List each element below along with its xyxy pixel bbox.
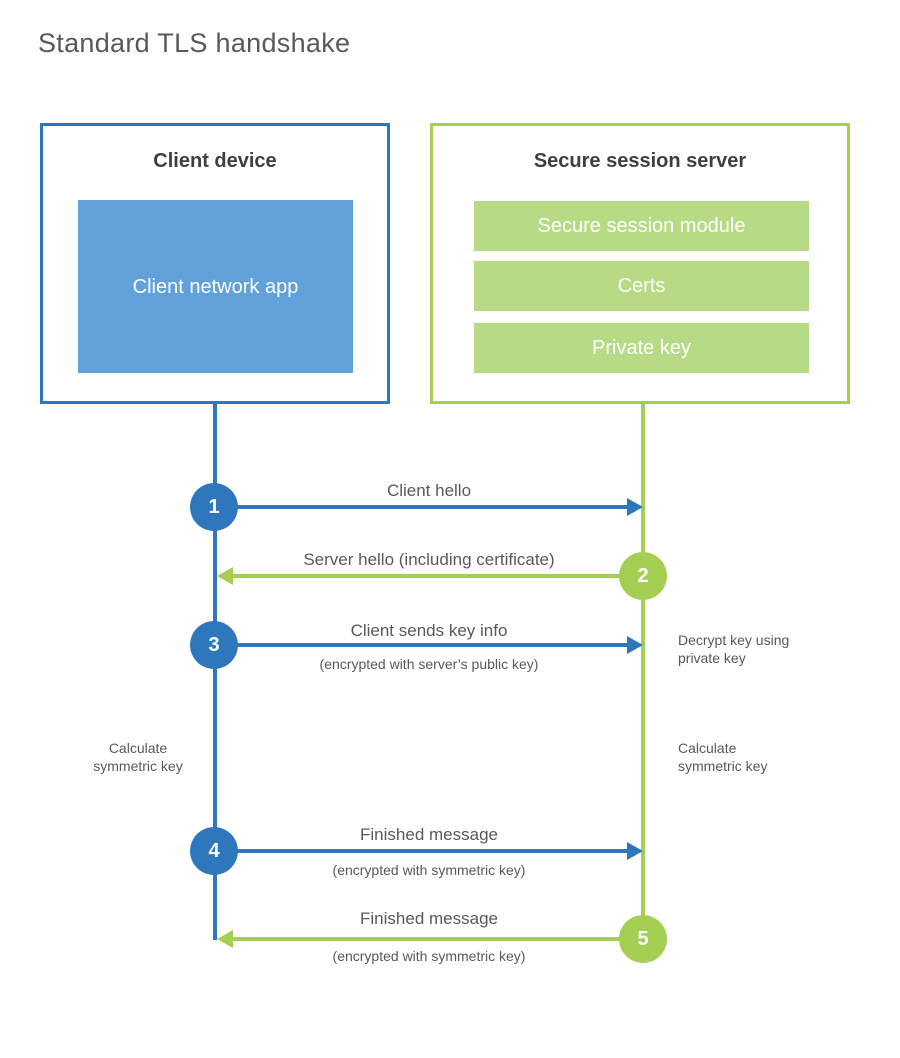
step-3-sublabel: (encrypted with server’s public key) bbox=[319, 656, 539, 672]
step-1-arrowhead-icon bbox=[627, 498, 643, 516]
step-5-label: Finished message bbox=[360, 909, 498, 928]
client-network-app-label: Client network app bbox=[132, 275, 299, 298]
step-4-sublabel: (encrypted with symmetric key) bbox=[332, 862, 526, 878]
step-5-arrowhead-icon bbox=[217, 930, 233, 948]
client-network-app-box: Client network app bbox=[78, 200, 353, 373]
step-4-arrowhead-icon bbox=[627, 842, 643, 860]
step-2-arrow-line bbox=[233, 574, 643, 578]
note-calculate-symmetric-key-server: Calculate symmetric key bbox=[678, 740, 768, 774]
client-lifeline bbox=[213, 404, 217, 940]
client-device-box: Client device Client network app bbox=[40, 123, 390, 404]
note-decrypt-private-key: Decrypt key using private key bbox=[678, 632, 790, 666]
step-2-arrowhead-icon bbox=[217, 567, 233, 585]
step-4-arrow-line bbox=[215, 849, 627, 853]
step-3-badge: 3 bbox=[190, 621, 238, 669]
step-5-arrow-line bbox=[233, 937, 643, 941]
step-2-badge: 2 bbox=[619, 552, 667, 600]
step-5-sublabel: (encrypted with symmetric key) bbox=[332, 948, 526, 964]
server-module-certs: Certs bbox=[474, 261, 809, 311]
step-3-label: Client sends key info bbox=[350, 621, 508, 640]
secure-session-server-title: Secure session server bbox=[533, 150, 747, 172]
step-4-badge: 4 bbox=[190, 827, 238, 875]
client-device-title: Client device bbox=[153, 150, 277, 172]
step-3-arrow-line bbox=[215, 643, 627, 647]
page-title: Standard TLS handshake bbox=[38, 28, 351, 58]
step-1-arrow-line bbox=[215, 505, 627, 509]
step-2-label: Server hello (including certificate) bbox=[303, 550, 555, 569]
server-module-secure-session: Secure session module bbox=[474, 201, 809, 251]
step-4-label: Finished message bbox=[360, 825, 498, 844]
step-5-badge: 5 bbox=[619, 915, 667, 963]
note-calculate-symmetric-key-client: Calculate symmetric key bbox=[93, 740, 183, 774]
step-1-label: Client hello bbox=[386, 481, 472, 500]
secure-session-server-box: Secure session server Secure session mod… bbox=[430, 123, 850, 404]
step-1-badge: 1 bbox=[190, 483, 238, 531]
step-3-arrowhead-icon bbox=[627, 636, 643, 654]
server-lifeline bbox=[641, 404, 645, 963]
server-module-private-key: Private key bbox=[474, 323, 809, 373]
